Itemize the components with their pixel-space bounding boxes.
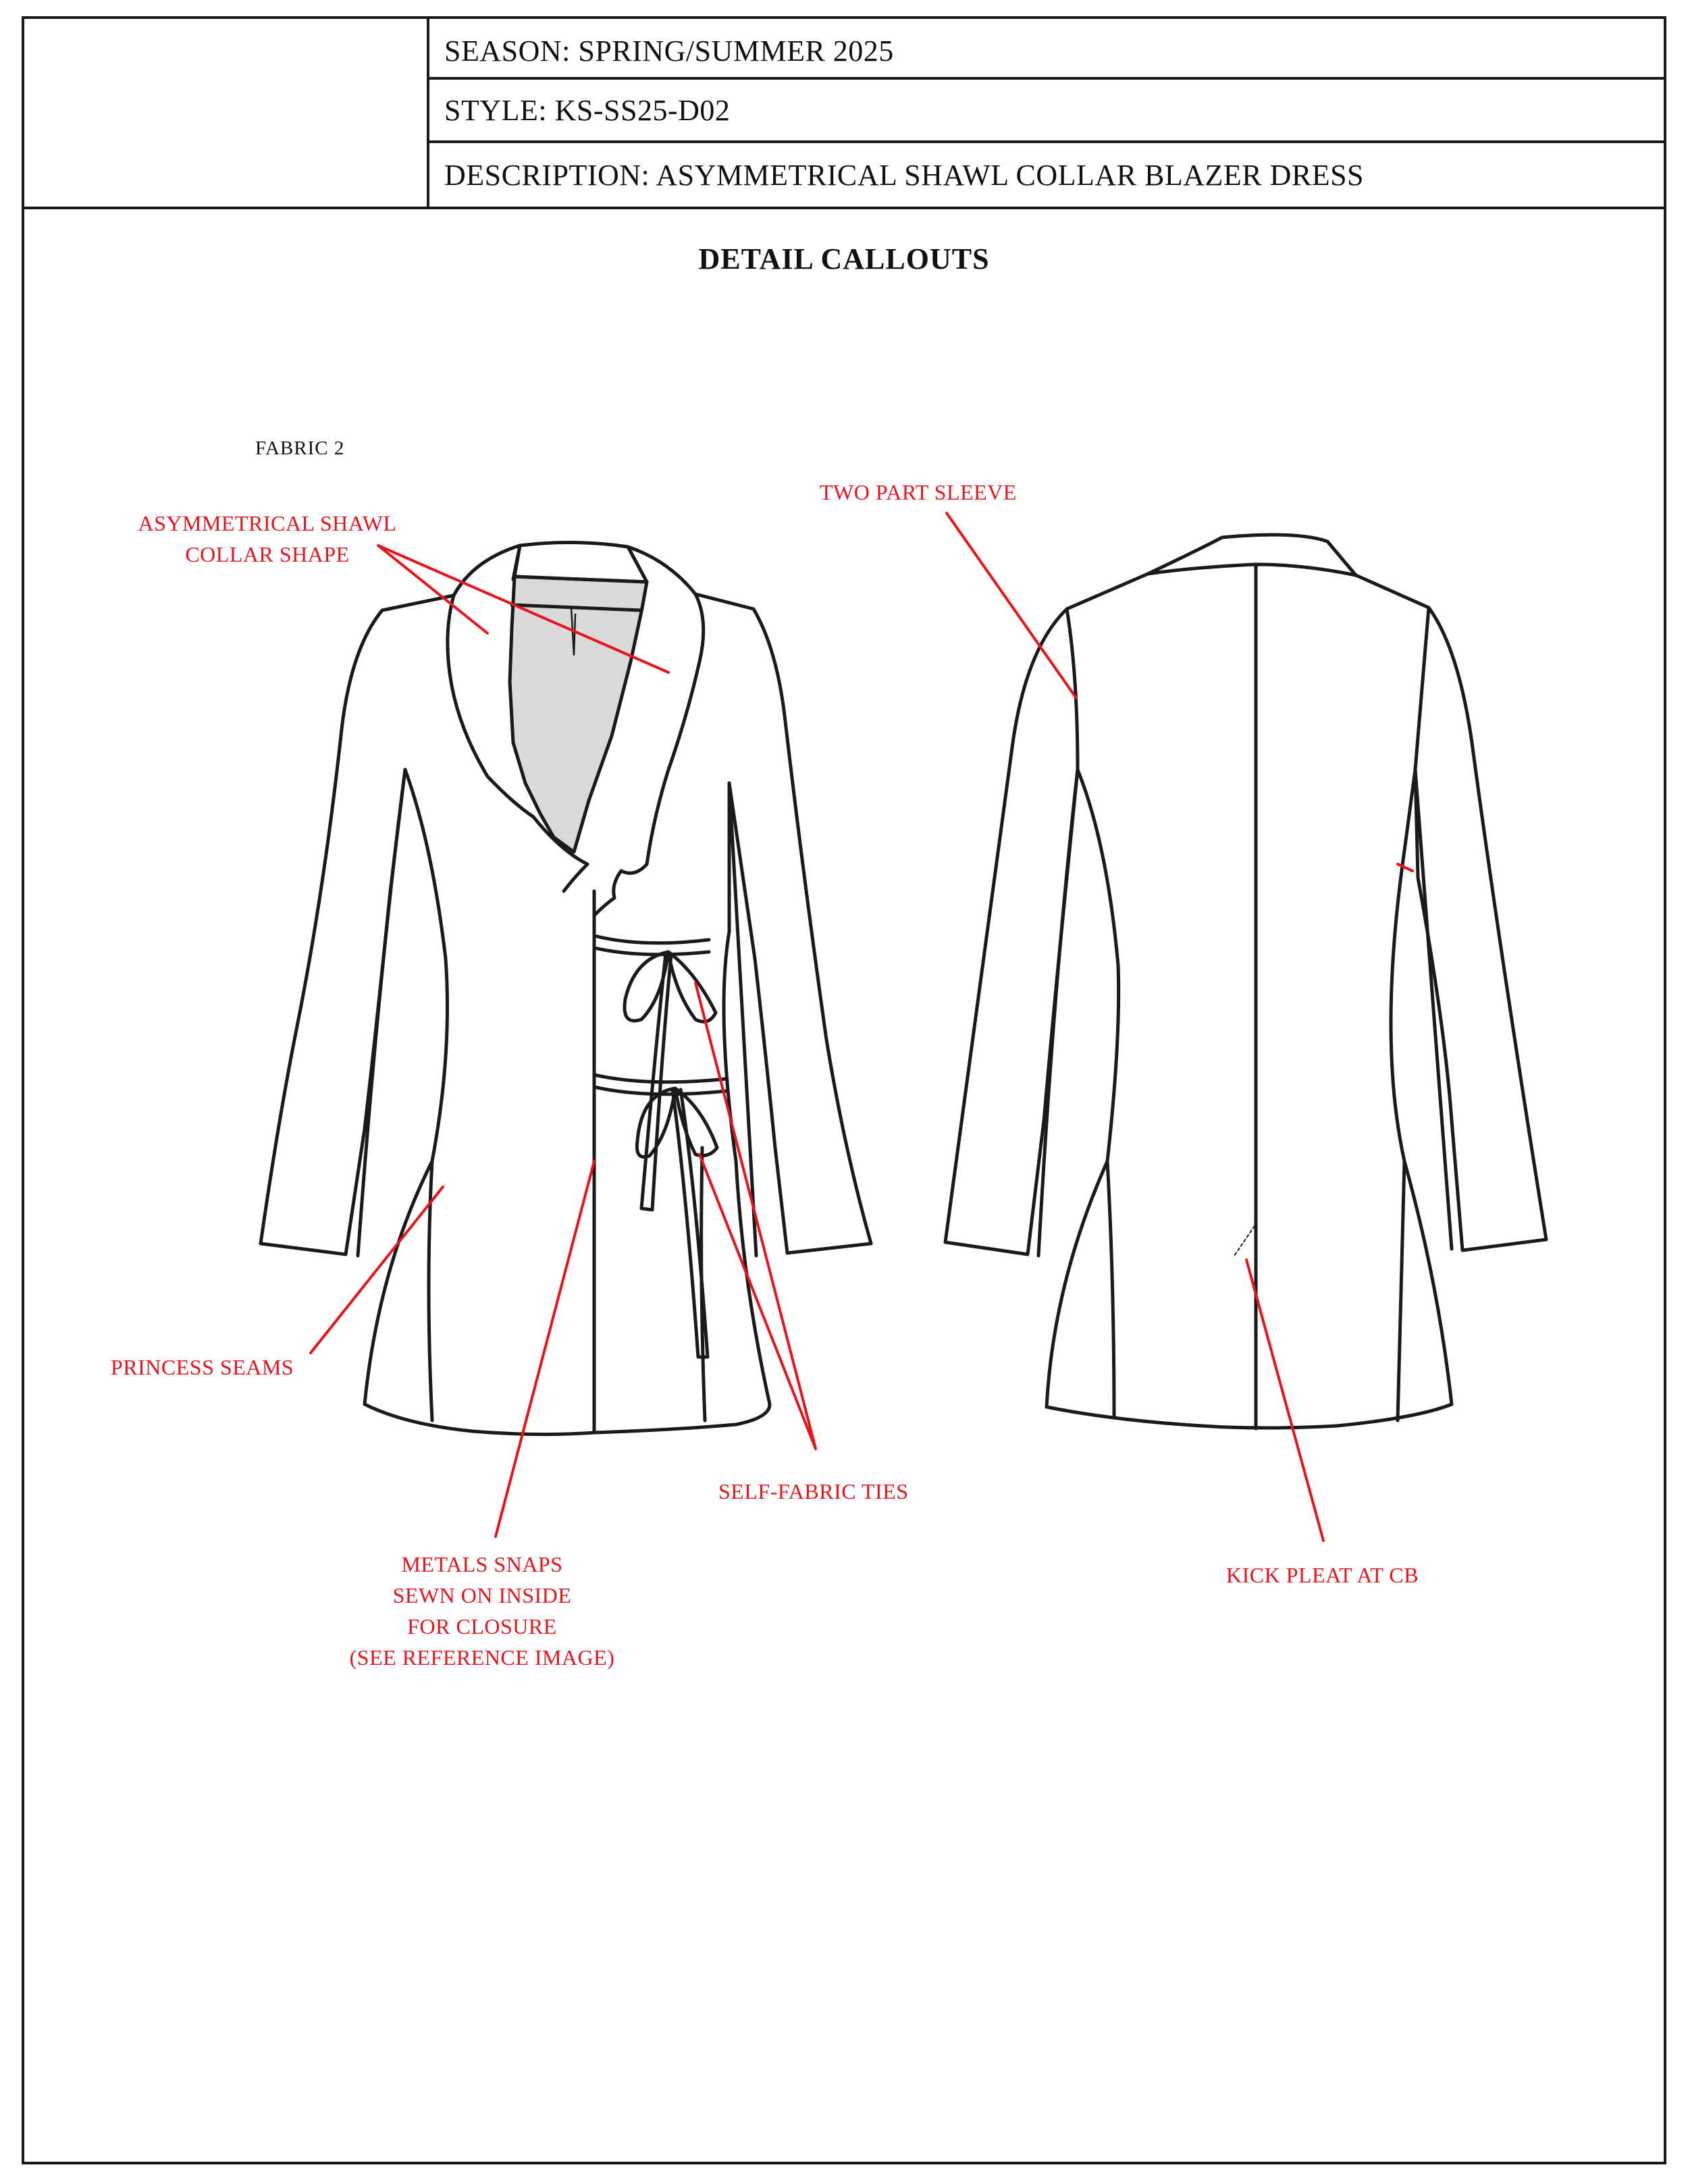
callout-metal-snaps: METALS SNAPS SEWN ON INSIDE FOR CLOSURE … — [350, 1549, 615, 1673]
callout-snaps-line-2: SEWN ON INSIDE — [392, 1583, 572, 1607]
callout-collar: ASYMMETRICAL SHAWL COLLAR SHAPE — [138, 508, 396, 570]
front-dart — [570, 606, 577, 656]
ties-leader — [694, 982, 817, 1450]
kick-pleat-leader — [1245, 1258, 1325, 1542]
front-princess-seam-left — [356, 768, 434, 1422]
front-waistband-upper — [592, 934, 711, 957]
description-field: DESCRIPTION: ASYMMETRICAL SHAWL COLLAR B… — [444, 158, 1365, 192]
callout-self-fabric-ties: SELF-FABRIC TIES — [718, 1479, 909, 1503]
season-field: SEASON: SPRING/SUMMER 2025 — [429, 19, 1664, 80]
sleeve-leader — [945, 512, 1078, 699]
callout-snaps-line-4: (SEE REFERENCE IMAGE) — [349, 1645, 615, 1670]
style-field: STYLE: KS-SS25-D02 — [429, 80, 1664, 143]
front-side-hem — [363, 768, 772, 1437]
callout-snaps-line-1: METALS SNAPS — [401, 1552, 563, 1576]
back-view — [943, 533, 1548, 1431]
back-collar — [1146, 533, 1358, 577]
logo-cell — [24, 19, 429, 207]
snaps-leader — [494, 1160, 596, 1538]
section-title: DETAIL CALLOUTS — [698, 242, 990, 275]
front-lining — [508, 575, 649, 854]
back-body-outline — [943, 572, 1548, 1256]
callout-sleeve: TWO PART SLEEVE — [820, 480, 1017, 504]
back-side-hem — [1045, 768, 1454, 1430]
callout-collar-line-2: COLLAR SHAPE — [185, 542, 350, 566]
title-block: SEASON: SPRING/SUMMER 2025 STYLE: KS-SS2… — [24, 19, 1664, 209]
collar-leader — [377, 544, 670, 674]
callout-kick-pleat: KICK PLEAT AT CB — [1226, 1563, 1419, 1587]
back-princess-seams — [1036, 606, 1454, 1422]
front-collar-stand — [511, 540, 649, 584]
princess-leader — [309, 1186, 444, 1354]
callout-princess-seams: PRINCESS SEAMS — [111, 1355, 294, 1379]
callout-leaders — [309, 512, 1414, 1542]
spec-sheet: SEASON: SPRING/SUMMER 2025 STYLE: KS-SS2… — [22, 16, 1666, 2164]
front-view — [259, 540, 873, 1437]
callout-collar-line-1: ASYMMETRICAL SHAWL — [138, 511, 397, 535]
fabric-label: FABRIC 2 — [255, 437, 345, 459]
back-seam-tick — [1396, 863, 1414, 872]
front-tie-upper — [623, 950, 718, 1212]
front-tie-lower — [635, 1086, 719, 1359]
kick-pleat-mark — [1234, 1225, 1255, 1256]
callout-snaps-line-3: FOR CLOSURE — [407, 1614, 557, 1639]
front-neck-band — [510, 575, 649, 612]
